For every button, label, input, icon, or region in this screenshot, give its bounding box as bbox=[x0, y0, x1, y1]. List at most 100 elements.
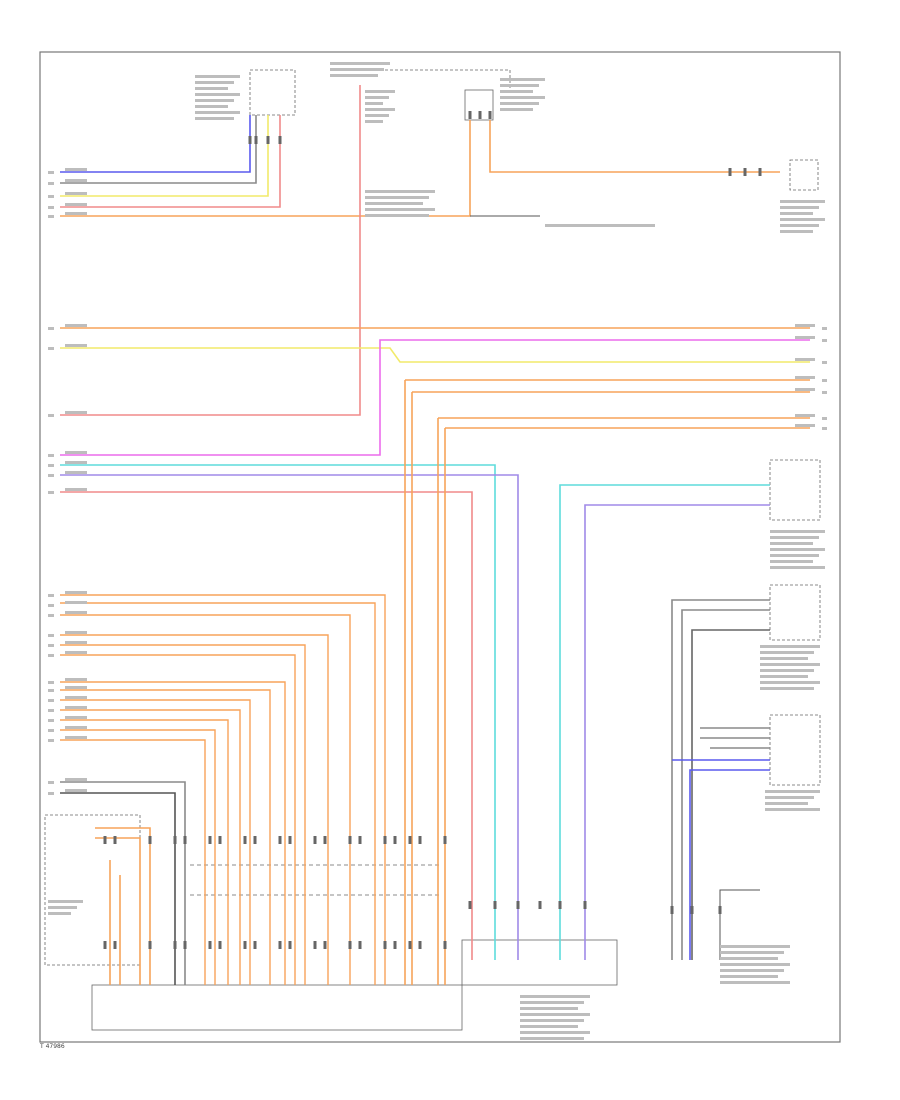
wire-orange-branch-11 bbox=[60, 719, 229, 985]
terminal-bottom-a-13 bbox=[323, 941, 327, 949]
wire-bus-yellow bbox=[60, 347, 810, 363]
wire-gray-right-1 bbox=[671, 599, 770, 960]
terminal-bottom-a-14 bbox=[348, 941, 352, 949]
label-top-left-block bbox=[195, 81, 234, 84]
wire-violet-left bbox=[60, 474, 519, 960]
label-bottom-right bbox=[720, 981, 790, 984]
terminal-17 bbox=[670, 906, 674, 914]
label-right-upper bbox=[780, 200, 825, 203]
pin-number-left-21 bbox=[48, 699, 54, 702]
wire-orange-box-2 bbox=[95, 837, 141, 985]
wire-orange-branch-3 bbox=[60, 614, 351, 985]
label-right-upper bbox=[780, 218, 825, 221]
wire-code-left-27 bbox=[65, 789, 87, 792]
terminal-bottom-a-7 bbox=[218, 941, 222, 949]
pin-number-right-1 bbox=[822, 327, 827, 330]
module-box-side bbox=[769, 459, 821, 521]
pin-number-left-25 bbox=[48, 739, 54, 742]
terminal-bottom-b-9 bbox=[253, 836, 257, 844]
terminal-bottom-b-13 bbox=[323, 836, 327, 844]
label-center-block bbox=[365, 190, 435, 193]
label-top-left-block bbox=[195, 105, 228, 108]
terminal-bottom-a-3 bbox=[148, 941, 152, 949]
label-bottom-module bbox=[520, 1019, 584, 1022]
pin-number-right-6 bbox=[822, 417, 827, 420]
terminal-bottom-b-20 bbox=[443, 836, 447, 844]
label-top-left-block bbox=[195, 99, 234, 102]
label-center-block bbox=[365, 208, 435, 211]
terminal-4 bbox=[278, 136, 282, 144]
terminal-bottom-a-18 bbox=[408, 941, 412, 949]
label-top-center-pins bbox=[365, 120, 383, 123]
label-top-left-block bbox=[195, 87, 228, 90]
terminal-bottom-b-8 bbox=[243, 836, 247, 844]
wire-code-left-24 bbox=[65, 726, 87, 729]
terminal-layer bbox=[103, 111, 762, 949]
wire-layer bbox=[60, 85, 810, 985]
wire-gray-bottom-1 bbox=[60, 781, 186, 985]
label-right-upper bbox=[780, 212, 813, 215]
wire-pink-vertical bbox=[60, 85, 361, 416]
wire-pink-left bbox=[60, 491, 473, 960]
wire-orange-top-right bbox=[489, 120, 780, 173]
label-right-lower bbox=[760, 687, 814, 690]
wire-violet-right bbox=[584, 504, 770, 960]
wire-gray-bottom-2 bbox=[60, 792, 176, 985]
label-right-mid bbox=[770, 530, 825, 533]
label-bottom-right bbox=[720, 957, 778, 960]
pin-number-right-7 bbox=[822, 427, 827, 430]
pin-number-left-13 bbox=[48, 594, 54, 597]
wire-gray-right-2 bbox=[681, 609, 770, 960]
terminal-bottom-b-6 bbox=[208, 836, 212, 844]
label-top-center-block bbox=[330, 74, 378, 77]
pin-number-left-1 bbox=[48, 171, 54, 174]
wire-gray-right-3 bbox=[691, 629, 770, 960]
wire-orange-branch-5 bbox=[60, 644, 306, 985]
terminal-18 bbox=[690, 906, 694, 914]
terminal-bottom-a-11 bbox=[288, 941, 292, 949]
pin-number-left-17 bbox=[48, 644, 54, 647]
terminal-bottom-a-2 bbox=[113, 941, 117, 949]
terminal-14 bbox=[538, 901, 542, 909]
label-right-bottom bbox=[765, 790, 820, 793]
pin-number-left-14 bbox=[48, 604, 54, 607]
wire-orange-branch-1 bbox=[60, 594, 386, 985]
module-box-side-2 bbox=[769, 584, 821, 641]
module-box-side-3 bbox=[769, 714, 821, 786]
pin-number-right-2 bbox=[822, 339, 827, 342]
wire-cyan-left bbox=[60, 464, 496, 960]
terminal-bottom-b-17 bbox=[393, 836, 397, 844]
wire-code-left-18 bbox=[65, 651, 87, 654]
wire-orange-branch-2 bbox=[60, 602, 376, 985]
wire-code-left-19 bbox=[65, 678, 87, 681]
label-ground-note bbox=[545, 224, 655, 227]
terminal-bottom-a-1 bbox=[103, 941, 107, 949]
wire-code-left-1 bbox=[65, 168, 87, 171]
terminal-bottom-a-12 bbox=[313, 941, 317, 949]
wire-code-left-14 bbox=[65, 601, 87, 604]
label-top-right-block bbox=[500, 96, 545, 99]
pin-number-left-18 bbox=[48, 654, 54, 657]
terminal-bottom-b-16 bbox=[383, 836, 387, 844]
label-right-bottom bbox=[765, 808, 820, 811]
terminal-bottom-a-17 bbox=[393, 941, 397, 949]
label-center-block bbox=[365, 196, 429, 199]
terminal-19 bbox=[718, 906, 722, 914]
wire-cyan-right bbox=[559, 484, 770, 960]
label-top-right-block bbox=[500, 102, 539, 105]
pin-number-left-15 bbox=[48, 614, 54, 617]
wire-orange-branch-4 bbox=[60, 634, 329, 985]
wire-code-right-3 bbox=[795, 358, 815, 361]
wire-code-right-7 bbox=[795, 424, 815, 427]
label-top-center-pins bbox=[365, 114, 389, 117]
label-right-lower bbox=[760, 663, 820, 666]
wire-orange-branch-10 bbox=[60, 709, 241, 985]
pin-number-left-24 bbox=[48, 729, 54, 732]
terminal-bottom-b-3 bbox=[148, 836, 152, 844]
connector-box-top-right bbox=[789, 159, 819, 191]
pin-number-left-22 bbox=[48, 709, 54, 712]
terminal-5 bbox=[468, 111, 472, 119]
pin-number-left-16 bbox=[48, 634, 54, 637]
pin-number-left-26 bbox=[48, 781, 54, 784]
terminal-10 bbox=[758, 168, 762, 176]
